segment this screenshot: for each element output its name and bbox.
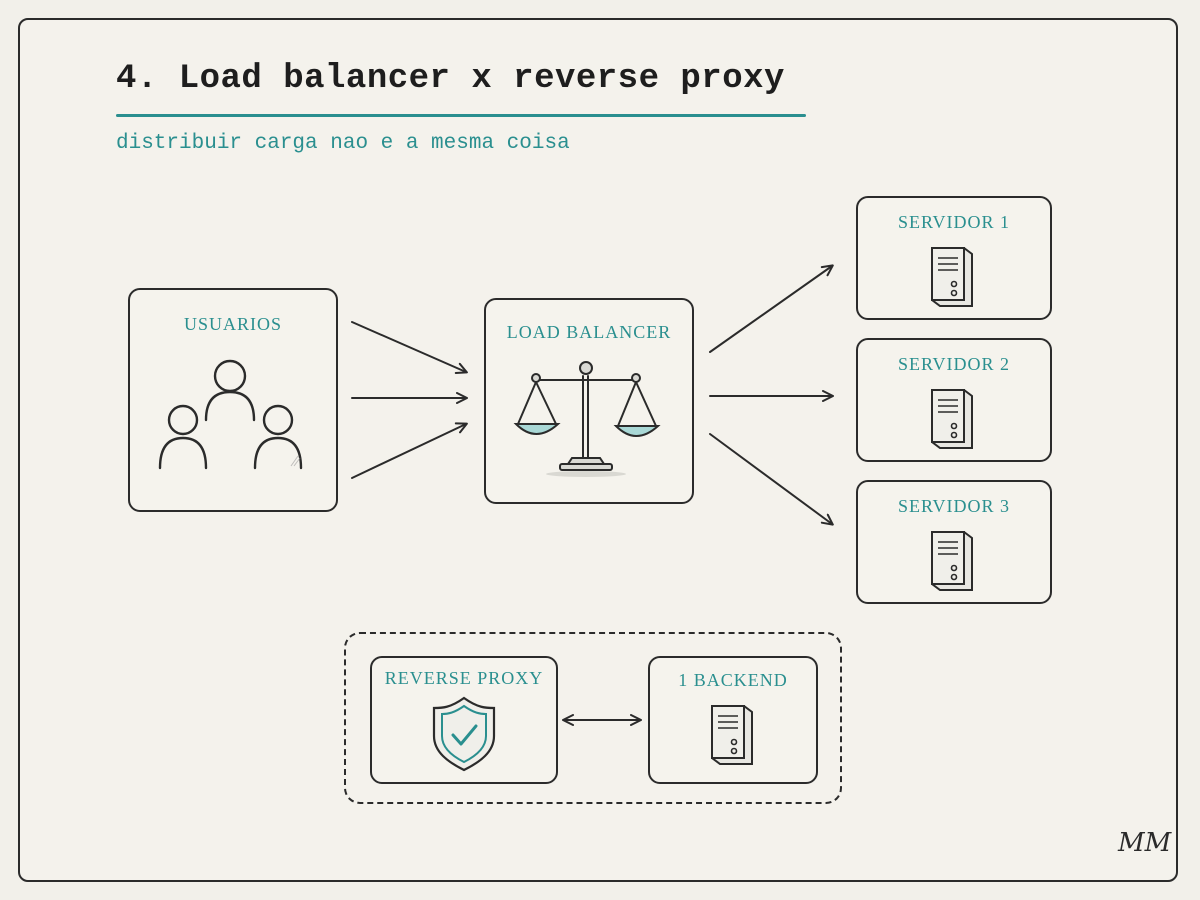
users-icon bbox=[158, 359, 303, 470]
node-servidor-2: SERVIDOR 2 bbox=[856, 338, 1052, 462]
node-label-reverse-proxy: REVERSE PROXY bbox=[384, 668, 544, 688]
node-label-load-balancer: LOAD BALANCER bbox=[506, 322, 672, 342]
node-backend: 1 BACKEND bbox=[648, 656, 818, 784]
node-usuarios: USUARIOS bbox=[128, 288, 338, 512]
node-label-usuarios: USUARIOS bbox=[183, 314, 283, 334]
node-load-balancer: LOAD BALANCER bbox=[484, 298, 694, 504]
node-servidor-3: SERVIDOR 3 bbox=[856, 480, 1052, 604]
edge-lb-to-servidor-1 bbox=[709, 264, 834, 353]
title-underline bbox=[116, 114, 806, 117]
shield-check-icon bbox=[432, 696, 496, 772]
server-icon bbox=[931, 247, 973, 307]
edge-usuarios-to-lb-1 bbox=[351, 321, 468, 374]
server-icon bbox=[931, 389, 973, 449]
server-icon bbox=[931, 531, 973, 591]
edge-usuarios-to-lb-3 bbox=[351, 422, 468, 479]
edge-lb-to-servidor-3 bbox=[709, 433, 834, 526]
author-signature: MM bbox=[1118, 828, 1172, 858]
page-subtitle: distribuir carga nao e a mesma coisa bbox=[116, 132, 570, 155]
node-label-servidor-2: SERVIDOR 2 bbox=[897, 354, 1011, 374]
node-reverse-proxy: REVERSE PROXY bbox=[370, 656, 558, 784]
node-label-backend: 1 BACKEND bbox=[678, 670, 788, 690]
scales-icon bbox=[513, 361, 661, 477]
reverse-proxy-group bbox=[344, 632, 842, 804]
page-title: 4. Load balancer x reverse proxy bbox=[116, 60, 785, 98]
node-servidor-1: SERVIDOR 1 bbox=[856, 196, 1052, 320]
node-label-servidor-3: SERVIDOR 3 bbox=[897, 496, 1011, 516]
server-icon bbox=[711, 705, 753, 765]
node-label-servidor-1: SERVIDOR 1 bbox=[897, 212, 1011, 232]
